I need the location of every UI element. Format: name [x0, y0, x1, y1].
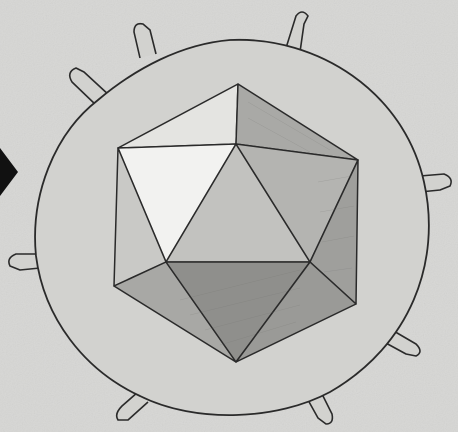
illustration-stage — [0, 0, 458, 432]
virus-capsid-illustration — [0, 0, 458, 432]
